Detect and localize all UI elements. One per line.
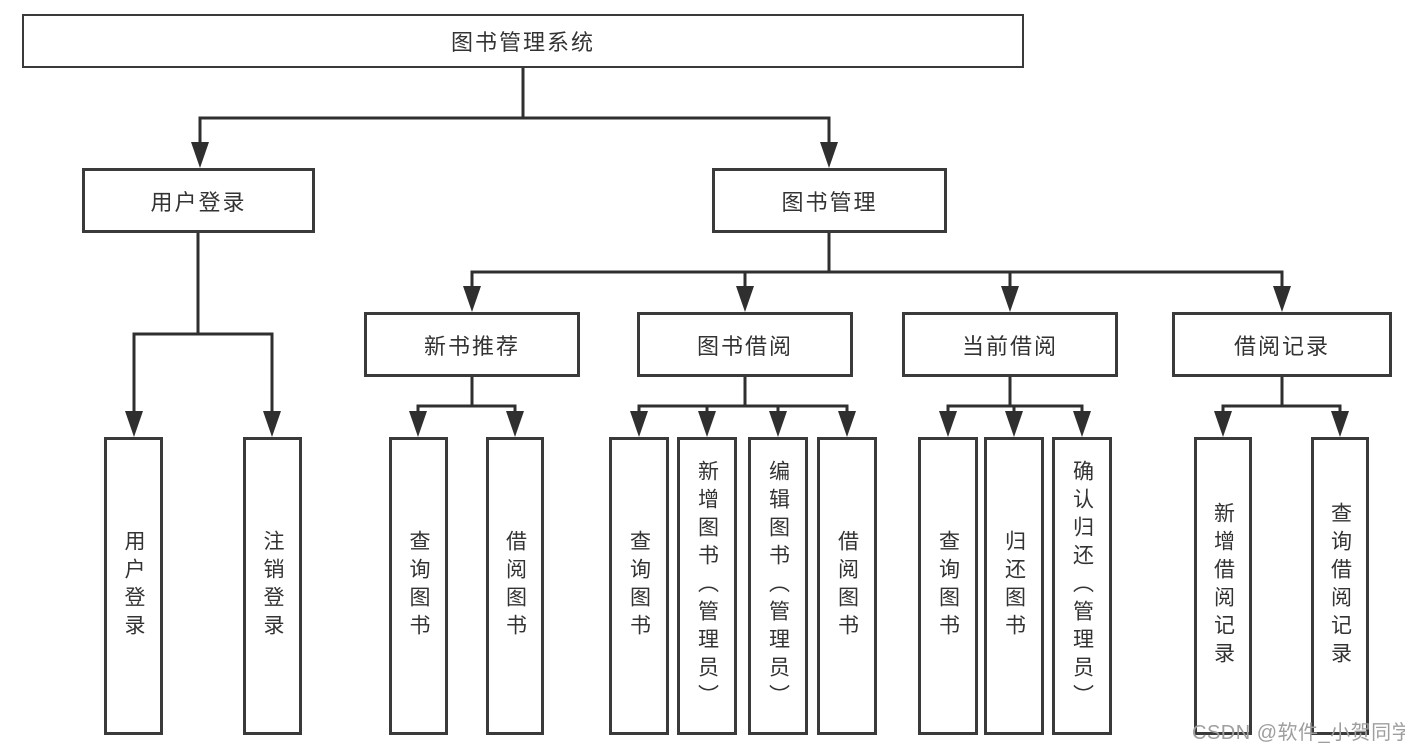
arrow-icon: [1214, 411, 1232, 437]
node-book-borrowing-label: 图书借阅: [696, 333, 793, 359]
connector-user-login: [132, 233, 274, 413]
arrow-icon: [1001, 286, 1019, 312]
arrow-icon: [263, 411, 281, 437]
node-current-borrowing-label: 当前借阅: [961, 333, 1058, 359]
arrow-icon: [191, 142, 209, 168]
arrow-icon: [1005, 411, 1023, 437]
node-new-book-recommend-label: 新书推荐: [423, 333, 520, 359]
node-user-login: 用户登录: [82, 168, 315, 233]
leaf-current-confirm-label: 确认归还（管理员）: [1070, 460, 1094, 712]
leaf-borrowing-borrow: 借阅图书: [817, 437, 877, 735]
arrow-icon: [1073, 411, 1091, 437]
leaf-newbooks-query-label: 查询图书: [407, 530, 430, 642]
arrow-icon: [630, 411, 648, 437]
arrow-icon: [506, 411, 524, 437]
arrow-icon: [1273, 286, 1291, 312]
node-book-management-label: 图书管理: [781, 189, 878, 215]
node-current-borrowing: 当前借阅: [902, 312, 1118, 377]
leaf-current-query-label: 查询图书: [936, 530, 960, 642]
leaf-borrowing-add-label: 新增图书（管理员）: [695, 460, 719, 712]
connector-root: [198, 68, 831, 144]
connector-records: [1221, 377, 1342, 413]
leaf-borrowing-edit: 编辑图书（管理员）: [748, 437, 808, 735]
arrow-icon: [769, 411, 787, 437]
leaf-newbooks-query: 查询图书: [389, 437, 448, 735]
leaf-newbooks-borrow: 借阅图书: [486, 437, 544, 735]
arrow-icon: [820, 142, 838, 168]
node-borrowing-records-label: 借阅记录: [1233, 333, 1330, 359]
connector-borrowing: [637, 377, 849, 413]
connector-paths: [132, 68, 1342, 413]
arrow-icon: [409, 411, 427, 437]
arrow-icon: [939, 411, 957, 437]
leaf-logout-label: 注销登录: [261, 530, 284, 642]
leaf-borrowing-query-label: 查询图书: [627, 530, 651, 642]
node-borrowing-records: 借阅记录: [1172, 312, 1392, 377]
leaf-current-return-label: 归还图书: [1002, 530, 1026, 642]
arrow-icon: [838, 411, 856, 437]
leaf-logout: 注销登录: [243, 437, 302, 735]
arrow-icon: [736, 286, 754, 312]
leaf-records-query: 查询借阅记录: [1311, 437, 1369, 735]
arrow-icon: [463, 286, 481, 312]
leaf-borrowing-add: 新增图书（管理员）: [677, 437, 737, 735]
node-root: 图书管理系统: [22, 14, 1024, 68]
leaf-borrowing-borrow-label: 借阅图书: [835, 530, 859, 642]
node-user-login-label: 用户登录: [150, 189, 247, 215]
connector-book-management: [470, 233, 1284, 288]
leaf-borrowing-query: 查询图书: [609, 437, 669, 735]
leaf-current-confirm: 确认归还（管理员）: [1052, 437, 1112, 735]
leaf-records-add: 新增借阅记录: [1194, 437, 1252, 735]
node-book-borrowing: 图书借阅: [637, 312, 853, 377]
node-book-management: 图书管理: [712, 168, 947, 233]
arrow-icon: [698, 411, 716, 437]
leaf-records-query-label: 查询借阅记录: [1328, 502, 1352, 670]
leaf-borrowing-edit-label: 编辑图书（管理员）: [766, 460, 790, 712]
connector-new-books: [416, 377, 517, 413]
node-new-book-recommend: 新书推荐: [364, 312, 580, 377]
leaf-user-login-label: 用户登录: [122, 530, 145, 642]
arrowheads: [125, 142, 1349, 437]
leaf-user-login: 用户登录: [104, 437, 163, 735]
node-root-label: 图书管理系统: [450, 30, 595, 55]
arrow-icon: [1331, 411, 1349, 437]
leaf-records-add-label: 新增借阅记录: [1211, 502, 1235, 670]
leaf-current-return: 归还图书: [984, 437, 1044, 735]
leaf-current-query: 查询图书: [918, 437, 978, 735]
watermark: CSDN @软件_小贺同学: [1192, 722, 1405, 744]
connector-current: [946, 377, 1084, 413]
arrow-icon: [125, 411, 143, 437]
leaf-newbooks-borrow-label: 借阅图书: [503, 530, 527, 642]
